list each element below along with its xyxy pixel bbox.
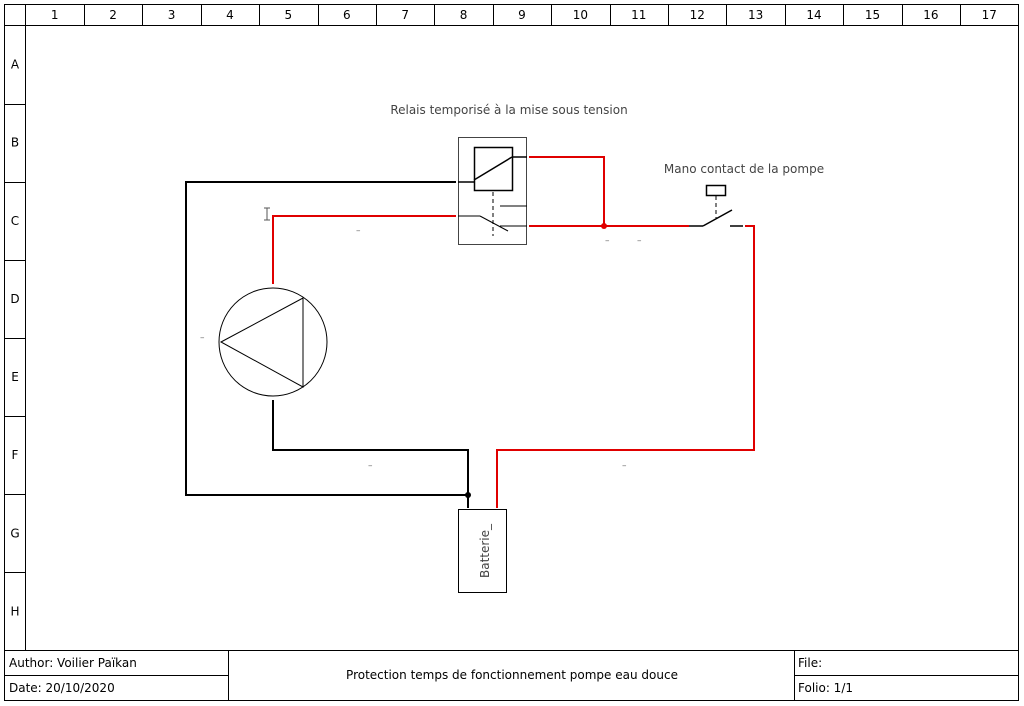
date-field: Date: 20/10/2020 (9, 681, 115, 695)
relay-label: Relais temporisé à la mise sous tension (390, 103, 627, 117)
column-label: 3 (168, 8, 176, 22)
battery-label: Batterie_ (478, 523, 492, 578)
column-label: 2 (109, 8, 117, 22)
column-label: 17 (982, 8, 997, 22)
relay-coil-diagonal (473, 156, 513, 181)
column-label: 1 (51, 8, 59, 22)
row-label: D (10, 292, 19, 306)
column-dividers (84, 4, 961, 26)
pressure-switch[interactable] (689, 184, 743, 227)
wire-positive-coil (529, 156, 605, 226)
wire-mark: – (637, 236, 642, 246)
column-label: 16 (923, 8, 938, 22)
battery[interactable]: Batterie_ (458, 509, 507, 593)
wire-positive-battery (496, 225, 755, 508)
junction-negative (465, 492, 471, 498)
relay-contact-blade (479, 215, 509, 232)
column-label: 9 (518, 8, 526, 22)
row-dividers (4, 104, 26, 573)
pump-body (218, 287, 328, 397)
pressure-switch-label: Mano contact de la pompe (664, 162, 824, 176)
pressure-switch-blade (702, 209, 733, 227)
row-label: E (11, 370, 19, 384)
column-label: 13 (748, 8, 763, 22)
wire-mark: – (356, 226, 361, 236)
row-label: F (12, 448, 19, 462)
junction-positive (601, 223, 607, 229)
pump-triangle (219, 297, 304, 388)
wire-positive-pump (272, 215, 456, 284)
title-block (4, 650, 1019, 701)
timer-relay[interactable] (458, 137, 527, 245)
column-label: 8 (460, 8, 468, 22)
wire-mark: – (200, 333, 205, 343)
file-field: File: (798, 656, 822, 670)
row-labels: A B C D E F G H (10, 58, 20, 619)
wire-negative-pump (272, 400, 469, 508)
column-label: 14 (806, 8, 821, 22)
row-label: C (11, 214, 19, 228)
column-label: 7 (401, 8, 409, 22)
row-label: G (10, 526, 19, 540)
battery-body (458, 509, 507, 593)
negative-wires (185, 181, 469, 508)
column-label: 4 (226, 8, 234, 22)
column-label: 12 (690, 8, 705, 22)
column-label: 15 (865, 8, 880, 22)
row-label: B (11, 136, 19, 150)
sheet-border (4, 4, 1019, 701)
drawing-title: Protection temps de fonctionnement pompe… (346, 668, 678, 682)
positive-wires (272, 156, 755, 508)
pump[interactable] (218, 287, 328, 397)
wire-mark: – (622, 461, 627, 471)
column-label: 10 (573, 8, 588, 22)
column-label: 5 (285, 8, 293, 22)
wire-mark: – (605, 236, 610, 246)
folio-field: Folio: 1/1 (798, 681, 853, 695)
wire-mark: – (368, 461, 373, 471)
pressure-switch-actuator (705, 184, 727, 197)
column-label: 6 (343, 8, 351, 22)
relay-coil (473, 146, 514, 192)
row-label: A (11, 58, 20, 72)
column-label: 11 (631, 8, 646, 22)
row-label: H (10, 604, 19, 618)
author-field: Author: Voilier Païkan (9, 656, 137, 670)
wire-negative-outer (185, 181, 468, 496)
text-cursor-icon (264, 207, 270, 221)
